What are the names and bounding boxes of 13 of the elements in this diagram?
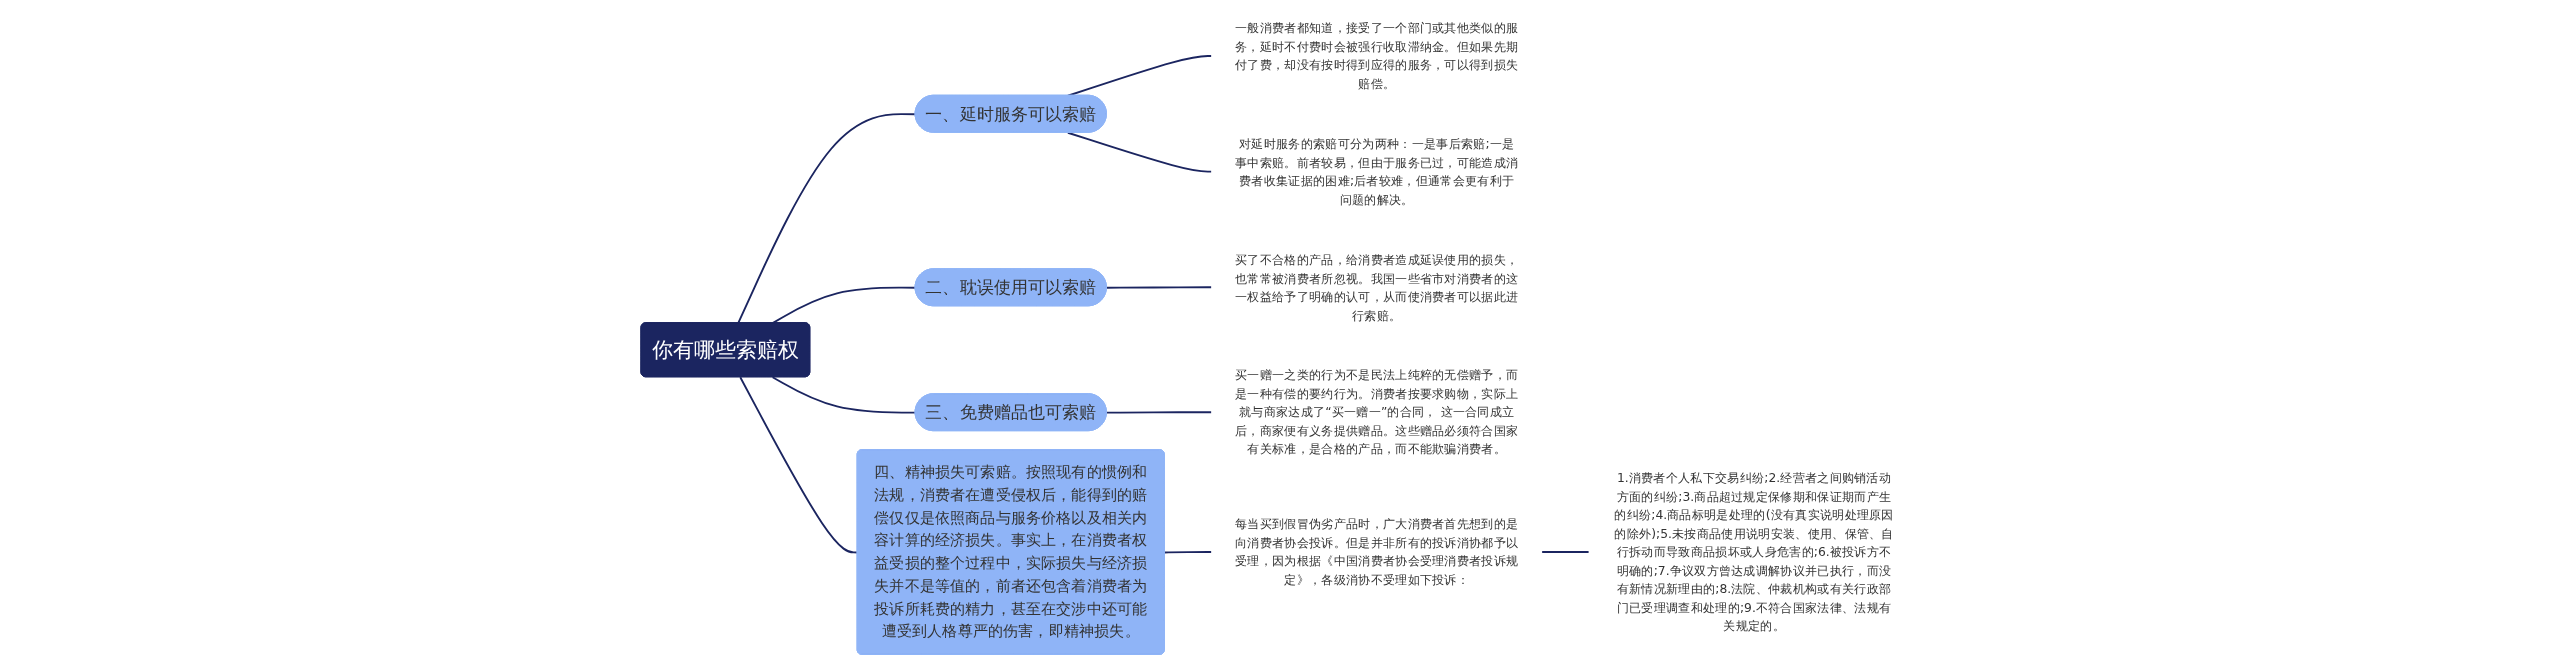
- node-text: 1.消费者个人私下交易纠纷;2.经营者之间购销活动方面的纠纷;3.商品超过规定保修期和保证期而产生的纠纷;4.商品标明是处理的(没有真实说明处理原因的除外);5.未按商品使用说明安装、使用、保管、自行拆动而导致商品损坏或人身危害的;6.被投诉方不明确的;7.争议双方曾达成调解协议并已执行，而没有新情况新理由的;8.法院、仲裁机构或有关行政部门已受理调查和处理的;9.不符合国家法律、法规有关规定的。: [1614, 470, 1894, 633]
- node-text: 对延时服务的索赔可分为两种：一是事后索赔;一是事中索赔。前者较易，但由于服务已过，可能造成消费者收集证据的困难;后者较难，但通常会更有利于问题的解决。: [1234, 136, 1519, 207]
- connector: [1105, 411, 1213, 414]
- connector: [1105, 286, 1213, 289]
- node-text: 一般消费者都知道，接受了一个部门或其他类似的服务，延时不付费时会被强行收取滞纳金。但如果先期付了费，却没有按时得到应得的服务，可以得到损失赔偿。: [1234, 20, 1519, 91]
- node-text: 每当买到假冒伪劣产品时，广大消费者首先想到的是向消费者协会投诉。但是并非所有的投诉消协都予以受理，因为根据《中国消费者协会受理消费者投诉规定》，各级消协不受理如下投诉：: [1234, 516, 1519, 587]
- connector: [1163, 551, 1213, 554]
- connector: [1540, 551, 1591, 553]
- node-text: 买一赠一之类的行为不是民法上纯粹的无偿赠予，而是一种有偿的要约行为。消费者按要求购物，实际上就与商家达成了“买一赠一”的合同， 这一合同成立后，商家便有义务提供赠品。这些赠品必须符合国家有关标准，是合格的产品，而不能欺骗消费者。: [1234, 367, 1519, 457]
- connector: [739, 376, 859, 554]
- connector: [771, 376, 917, 414]
- node-text: 买了不合格的产品，给消费者造成延误使用的损失，也常常被消费者所忽视。我国一些省市对消费者的这一权益给予了明确的认可，从而使消费者可以据此进行索赔。: [1234, 252, 1519, 322]
- connector: [1066, 131, 1213, 173]
